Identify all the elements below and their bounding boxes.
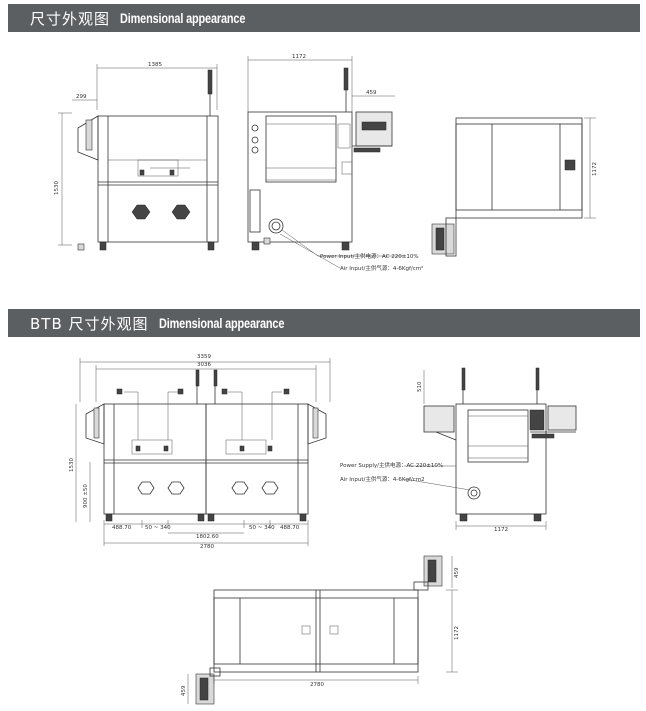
note-power-supply: Power Supply/主供电源：AC 220±10% bbox=[340, 461, 443, 469]
dim-b-1172: 1172 bbox=[494, 527, 508, 533]
front-view-2: 3359 3036 1530 900 ±50 bbox=[69, 354, 331, 550]
section-title-en: Dimensional appearance bbox=[158, 315, 284, 331]
dim-488-left: 488.70 bbox=[112, 525, 132, 531]
note-power-input: Power Input/主供电源：AC 220±10% bbox=[320, 252, 419, 260]
dim-459-bottom: 459 bbox=[181, 685, 187, 696]
dim-range-left: 50 ~ 340 bbox=[145, 525, 171, 531]
dim-range-right: 50 ~ 340 bbox=[249, 525, 275, 531]
section-title-cn: 尺寸外观图 bbox=[30, 9, 111, 28]
dim-1172: 1172 bbox=[292, 54, 306, 60]
section-title-en: Dimensional appearance bbox=[120, 10, 246, 26]
note-air-input: Air Input/主供气源：4-6Kgf/cm² bbox=[340, 264, 423, 272]
dim-1385: 1385 bbox=[148, 62, 162, 68]
section-header-2: BTB 尺寸外观图 Dimensional appearance bbox=[8, 309, 640, 337]
dim-top-1172: 1172 bbox=[592, 162, 598, 176]
side-view-1: 1172 459 Power Input/主供电源：AC 220±10% Air… bbox=[247, 54, 423, 272]
dim-b-1530: 1530 bbox=[69, 458, 75, 472]
dim-299: 299 bbox=[76, 94, 87, 100]
dim-3359: 3359 bbox=[197, 354, 211, 360]
dim-488-right: 488.70 bbox=[280, 525, 300, 531]
dim-top-2780: 2780 bbox=[310, 682, 324, 688]
section-header-1: 尺寸外观图 Dimensional appearance bbox=[8, 4, 640, 32]
top-view-2: 1172 459 459 2780 bbox=[181, 555, 460, 705]
top-view-1: 1172 bbox=[431, 117, 598, 257]
dim-459-top: 459 bbox=[454, 567, 460, 578]
dim-510: 510 bbox=[417, 381, 423, 392]
dim-3036: 3036 bbox=[197, 362, 211, 368]
front-view-1: 1385 299 1530 bbox=[54, 62, 219, 251]
dim-1530: 1530 bbox=[54, 181, 60, 195]
dim-2780: 2780 bbox=[200, 544, 214, 550]
dim-459: 459 bbox=[366, 90, 377, 96]
dim-900: 900 ±50 bbox=[83, 484, 89, 508]
dim-1802: 1802.60 bbox=[196, 534, 219, 540]
note-air-input-b: Air Input/主供气源：4-6Kgf/cm2 bbox=[340, 475, 425, 483]
section-title-cn: BTB 尺寸外观图 bbox=[30, 314, 149, 333]
side-view-2: 510 1172 Power Supply/主供电源：AC 220±10% Ai… bbox=[340, 367, 577, 533]
dim-top-b-1172: 1172 bbox=[454, 626, 460, 640]
